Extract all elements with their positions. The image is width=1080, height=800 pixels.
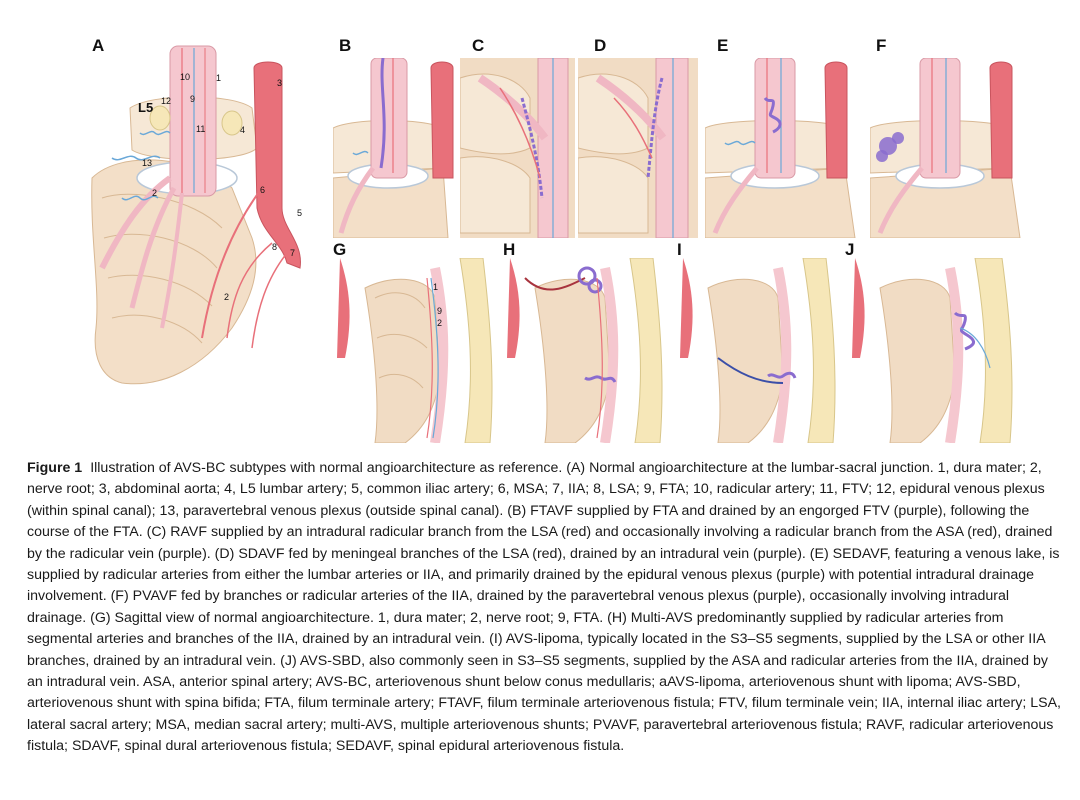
panel-f-illustration xyxy=(870,58,1030,238)
label-num-2-lower: 2 xyxy=(224,292,229,302)
label-num-12: 12 xyxy=(161,96,171,106)
panel-j-illustration xyxy=(850,258,1020,443)
panel-e-label: E xyxy=(717,36,729,55)
panel-b-illustration xyxy=(333,58,458,238)
panel-a-illustration: L5 1 2 3 4 5 6 7 8 9 10 11 12 13 2 xyxy=(82,38,322,438)
panel-j-label: J xyxy=(845,240,855,259)
label-num-9: 9 xyxy=(190,94,195,104)
panel-i-illustration xyxy=(678,258,838,443)
label-num-5: 5 xyxy=(297,208,302,218)
panel-d-illustration xyxy=(578,58,698,238)
panel-e-drawing xyxy=(705,58,856,238)
panel-i-label: I xyxy=(677,240,682,259)
label-num-3: 3 xyxy=(277,78,282,88)
panel-d-drawing xyxy=(578,58,698,238)
panel-b-drawing xyxy=(333,58,454,238)
label-num-6: 6 xyxy=(260,185,265,195)
label-num-8: 8 xyxy=(272,242,277,252)
panel-f-label: F xyxy=(876,36,887,55)
panel-c-label: C xyxy=(472,36,485,55)
label-num-7: 7 xyxy=(290,248,295,258)
label-num-1: 1 xyxy=(216,73,221,83)
figure-label: Figure 1 xyxy=(27,460,83,476)
panel-g-drawing: 1 9 2 xyxy=(337,258,493,443)
panel-i-drawing xyxy=(680,258,836,443)
panel-h-label: H xyxy=(503,240,516,259)
panel-a-drawing: L5 1 2 3 4 5 6 7 8 9 10 11 12 13 2 xyxy=(91,45,302,385)
label-num-4: 4 xyxy=(240,125,245,135)
panel-a-label: A xyxy=(92,36,105,55)
panel-g-label: G xyxy=(333,240,347,259)
panel-c-illustration xyxy=(460,58,575,238)
label-g-num-2: 2 xyxy=(437,318,442,328)
panel-f-drawing xyxy=(870,58,1021,238)
label-l5: L5 xyxy=(138,100,153,115)
label-num-13: 13 xyxy=(142,158,152,168)
label-num-11: 11 xyxy=(196,124,205,134)
label-g-num-9: 9 xyxy=(437,306,442,316)
panel-h-illustration xyxy=(505,258,665,443)
panel-g-illustration: 1 9 2 xyxy=(335,258,495,443)
panel-d-label: D xyxy=(594,36,607,55)
caption-text: Illustration of AVS-BC subtypes with nor… xyxy=(27,460,1061,755)
panel-h-drawing xyxy=(507,258,663,443)
panel-j-drawing xyxy=(852,258,1013,443)
label-num-10: 10 xyxy=(180,72,190,82)
panel-e-illustration xyxy=(705,58,865,238)
panel-c-drawing xyxy=(460,58,575,238)
label-g-num-1: 1 xyxy=(433,282,438,292)
label-num-2: 2 xyxy=(152,188,157,198)
panel-b-label: B xyxy=(339,36,352,55)
